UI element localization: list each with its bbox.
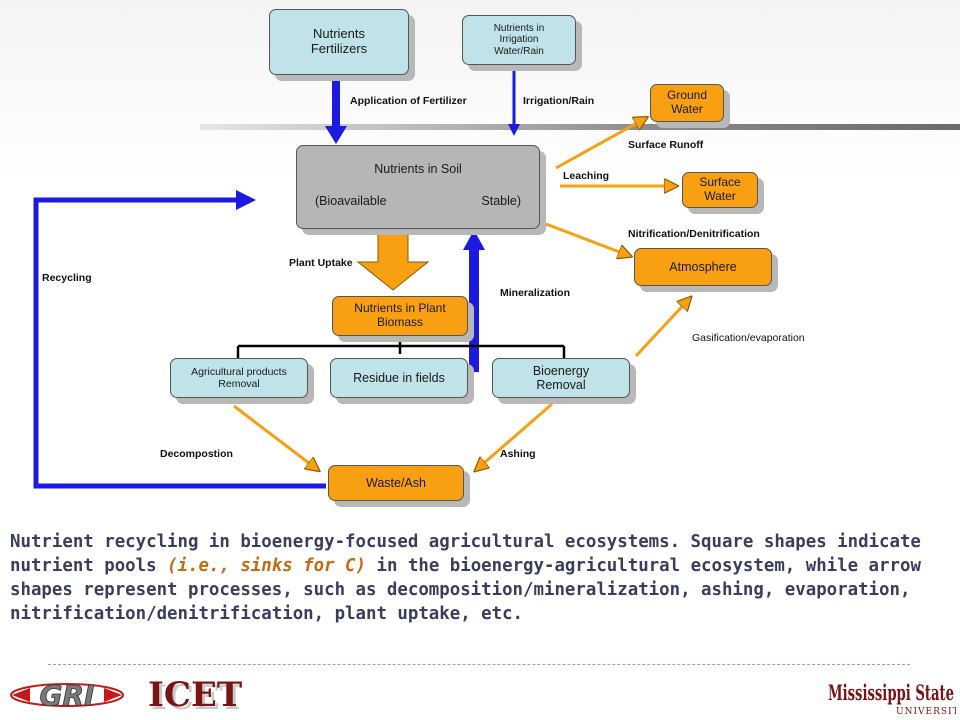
caption-part2: in the bioenergy-agricultural ecosystem,… (10, 556, 921, 624)
label-irrigation: Irrigation/Rain (523, 95, 595, 107)
gasification-arrow (634, 298, 690, 358)
decomposition-arrow (233, 404, 318, 470)
atmosphere-box: Atmosphere (634, 248, 772, 286)
soil-stable: Stable) (481, 194, 521, 209)
waste-ash-box: Waste/Ash (328, 465, 464, 501)
recycling-arrow (33, 197, 326, 489)
label-application: Application of Fertilizer (350, 95, 467, 107)
residue-box: Residue in fields (330, 358, 468, 398)
caption-part1: Nutrient recycling in bioenergy-focused … (10, 532, 921, 576)
icet-logo-text: ICET (148, 676, 242, 714)
caption-highlight: (i.e., sinks for C) (167, 556, 366, 576)
bioenergy-box: Bioenergy Removal (492, 358, 630, 398)
ashing-arrow (476, 402, 553, 470)
plant-uptake-arrow (356, 231, 430, 291)
label-nitrification: Nitrification/Denitrification (628, 228, 760, 240)
ground-water-box: Ground Water (650, 84, 724, 122)
soil-title: Nutrients in Soil (374, 162, 462, 176)
nitrification-arrow (545, 222, 630, 256)
mineralization-arrow-shaft (469, 248, 479, 372)
surface-water-box: Surface Water (682, 172, 758, 208)
label-mineralization: Mineralization (500, 287, 571, 299)
label-ashing: Ashing (500, 448, 536, 460)
icet-logo: ICET ICET (148, 676, 242, 714)
irrigation-arrowhead (508, 124, 520, 136)
fertilizer-arrowhead (325, 126, 347, 144)
footer-rule (48, 664, 910, 665)
plant-biomass-box: Nutrients in Plant Biomass (332, 296, 468, 336)
label-decomposition: Decompostion (160, 448, 233, 460)
label-leaching: Leaching (563, 170, 610, 182)
mineralization-arrowhead (463, 230, 485, 250)
label-recycling: Recycling (42, 272, 92, 284)
label-gasification: Gasification/evaporation (692, 332, 805, 344)
figure-caption: Nutrient recycling in bioenergy-focused … (10, 530, 950, 626)
diagram-arrows (33, 66, 960, 489)
gri-logo-text: GRI (40, 679, 95, 712)
gri-logo: GRI (10, 679, 124, 712)
header-rule (200, 124, 960, 130)
label-surface-runoff: Surface Runoff (628, 139, 704, 151)
fertilizer-arrow-shaft (332, 76, 340, 128)
recycling-arrowhead (236, 190, 256, 210)
nutrients-irrigation-box: Nutrients in Irrigation Water/Rain (462, 15, 576, 65)
msu-logo-name: Mississippi State (828, 680, 954, 705)
surface-runoff-arrow (555, 118, 646, 170)
nutrients-fertilizers-box: Nutrients Fertilizers (269, 9, 409, 75)
icet-logo-shadow: ICET (151, 678, 242, 714)
nutrients-in-soil-box: Nutrients in Soil (Bioavailable Stable) (296, 145, 540, 229)
agricultural-products-box: Agricultural products Removal (170, 358, 308, 398)
msu-logo: Mississippi State UNIVERSITY (828, 680, 956, 717)
msu-logo-sub: UNIVERSITY (896, 707, 956, 717)
label-plant-uptake: Plant Uptake (289, 257, 353, 269)
soil-bioavailable: (Bioavailable (315, 194, 387, 209)
